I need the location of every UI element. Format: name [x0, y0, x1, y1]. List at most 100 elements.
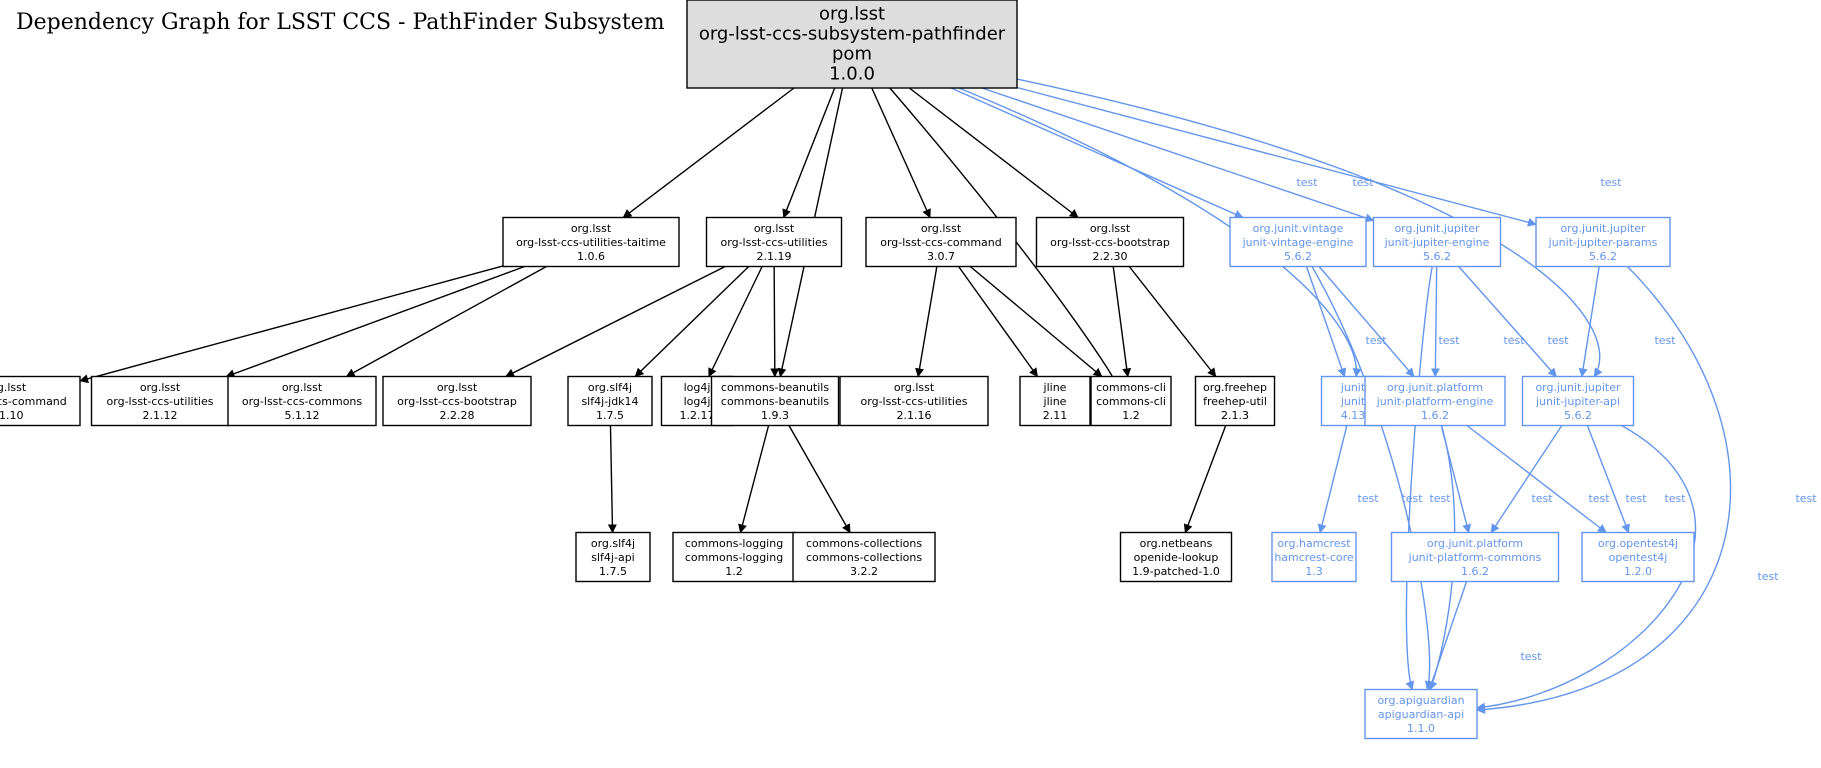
node-box: [227, 375, 377, 427]
edge-vintage-to-plateng: test: [1318, 266, 1460, 378]
edge-root-to-util2119: [782, 87, 836, 219]
node-label-line: 1.6.2: [1421, 409, 1449, 422]
node-label-line: org.junit.jupiter: [1560, 222, 1646, 235]
node-jupeng: org.junit.jupiterjunit-jupiter-engine5.6…: [1372, 216, 1502, 268]
edge-line: [1490, 425, 1563, 534]
node-box: [1019, 375, 1091, 427]
edge-line: [1476, 266, 1732, 714]
edge-line: [889, 87, 1121, 386]
node-label-line: junit-jupiter-api: [1535, 395, 1620, 408]
node-label-line: commons-cli: [1096, 381, 1166, 394]
node-label-line: org.opentest4j: [1598, 537, 1678, 550]
node-label-line: 1.0.6: [577, 250, 605, 263]
node-label-line: junit-vintage-engine: [1242, 236, 1354, 249]
node-platcommons: org.junit.platformjunit-platform-commons…: [1390, 531, 1560, 583]
edge-line: [1318, 266, 1415, 378]
edge-taitime-to-util2112: [225, 265, 525, 378]
edge-line: [1476, 424, 1697, 712]
edge-line: [79, 265, 504, 384]
node-label-line: junit: [1340, 381, 1366, 394]
edge-line: [1317, 425, 1348, 534]
edge-label: test: [1531, 492, 1553, 505]
node-box: [575, 531, 651, 583]
edge-label: test: [1547, 334, 1569, 347]
node-label-line: org.slf4j: [591, 537, 635, 550]
node-label-line: org.junit.platform: [1387, 381, 1483, 394]
edge-label: test: [1757, 570, 1779, 583]
node-box: [502, 216, 680, 268]
edge-label: test: [1401, 492, 1423, 505]
edge-line: [1128, 266, 1217, 378]
edge-line: [345, 265, 547, 378]
node-label-line: pom: [832, 44, 872, 65]
edge-line: [981, 87, 1375, 223]
node-label-line: 1.6.2: [1461, 565, 1489, 578]
edge-line: [607, 425, 617, 534]
node-label-line: org.lsst: [921, 222, 962, 235]
node-label-line: apiguardian-api: [1378, 708, 1464, 721]
edge-root-to-cmd307: [871, 87, 931, 219]
nodes-layer: org.lsstorg-lsst-ccs-subsystem-pathfinde…: [0, 0, 1695, 740]
node-label-line: commons-collections: [806, 537, 922, 550]
edge-junit-to-hamcrest: test: [1317, 425, 1379, 534]
edge-vintage-to-apiguardian: test: [1311, 266, 1434, 691]
edge-util2119-to-beanutils: [770, 266, 780, 378]
node-label-line: slf4j-jdk14: [581, 395, 638, 408]
node-box: [1035, 216, 1185, 268]
node-box: [1581, 531, 1695, 583]
edge-line: [1016, 78, 1603, 378]
edge-root-to-taitime: [622, 87, 795, 219]
edge-jupapi-to-apiguardian: test: [1476, 424, 1779, 712]
node-label-line: org.lsst: [437, 381, 478, 394]
edge-beanutils-to-collections: [788, 425, 851, 534]
node-label-line: org.lsst: [140, 381, 181, 394]
edge-jupapi-to-platcommons: test: [1490, 425, 1610, 534]
node-label-line: 5.6.2: [1589, 250, 1617, 263]
node-label-line: 1.2: [725, 565, 743, 578]
node-label-line: org-lsst-ccs-utilities-taitime: [516, 236, 666, 249]
node-label-line: commons-beanutils: [721, 395, 829, 408]
node-label-line: commons-beanutils: [721, 381, 829, 394]
node-box: [839, 375, 989, 427]
node-label-line: org.hamcrest: [1277, 537, 1351, 550]
node-label-line: 2.11: [1043, 409, 1068, 422]
node-params: org.junit.jupiterjunit-jupiter-params5.6…: [1535, 216, 1671, 268]
node-label-line: org.freehep: [1203, 381, 1267, 394]
edge-label: test: [1625, 492, 1647, 505]
node-label-line: org.junit.platform: [1427, 537, 1523, 550]
edge-label: test: [1357, 492, 1379, 505]
edge-label: test: [1600, 176, 1622, 189]
edge-label: test: [1429, 492, 1451, 505]
node-label-line: 2.1.16: [897, 409, 932, 422]
node-box: [1364, 688, 1478, 740]
node-label-line: org-lsst-ccs-utilities: [861, 395, 968, 408]
edge-label: test: [1296, 176, 1318, 189]
node-label-line: commons-cli: [1096, 395, 1166, 408]
edge-root-to-jupeng: test: [981, 87, 1375, 223]
node-label-line: 1.0.0: [829, 64, 875, 85]
node-label-line: 2.1.3: [1221, 409, 1249, 422]
edge-line: [622, 87, 795, 219]
node-label-line: junit-jupiter-params: [1548, 236, 1658, 249]
node-label-line: 5.6.2: [1564, 409, 1592, 422]
node-box: [1271, 531, 1357, 583]
node-label-line: org.junit.jupiter: [1535, 381, 1621, 394]
edge-line: [1466, 424, 1607, 534]
node-vintage: org.junit.vintagejunit-vintage-engine5.6…: [1229, 216, 1367, 268]
node-label-line: slf4j-api: [591, 551, 634, 564]
edge-line: [634, 265, 750, 378]
edge-line: [225, 265, 525, 378]
node-label-line: jline: [1043, 381, 1067, 394]
edge-label: test: [1654, 334, 1676, 347]
node-label-line: org-lsst-ccs-command: [0, 395, 67, 408]
node-label-line: 5.6.2: [1284, 250, 1312, 263]
node-label-line: org.lsst: [1090, 222, 1131, 235]
node-box: [865, 216, 1017, 268]
node-label-line: org.lsst: [754, 222, 795, 235]
